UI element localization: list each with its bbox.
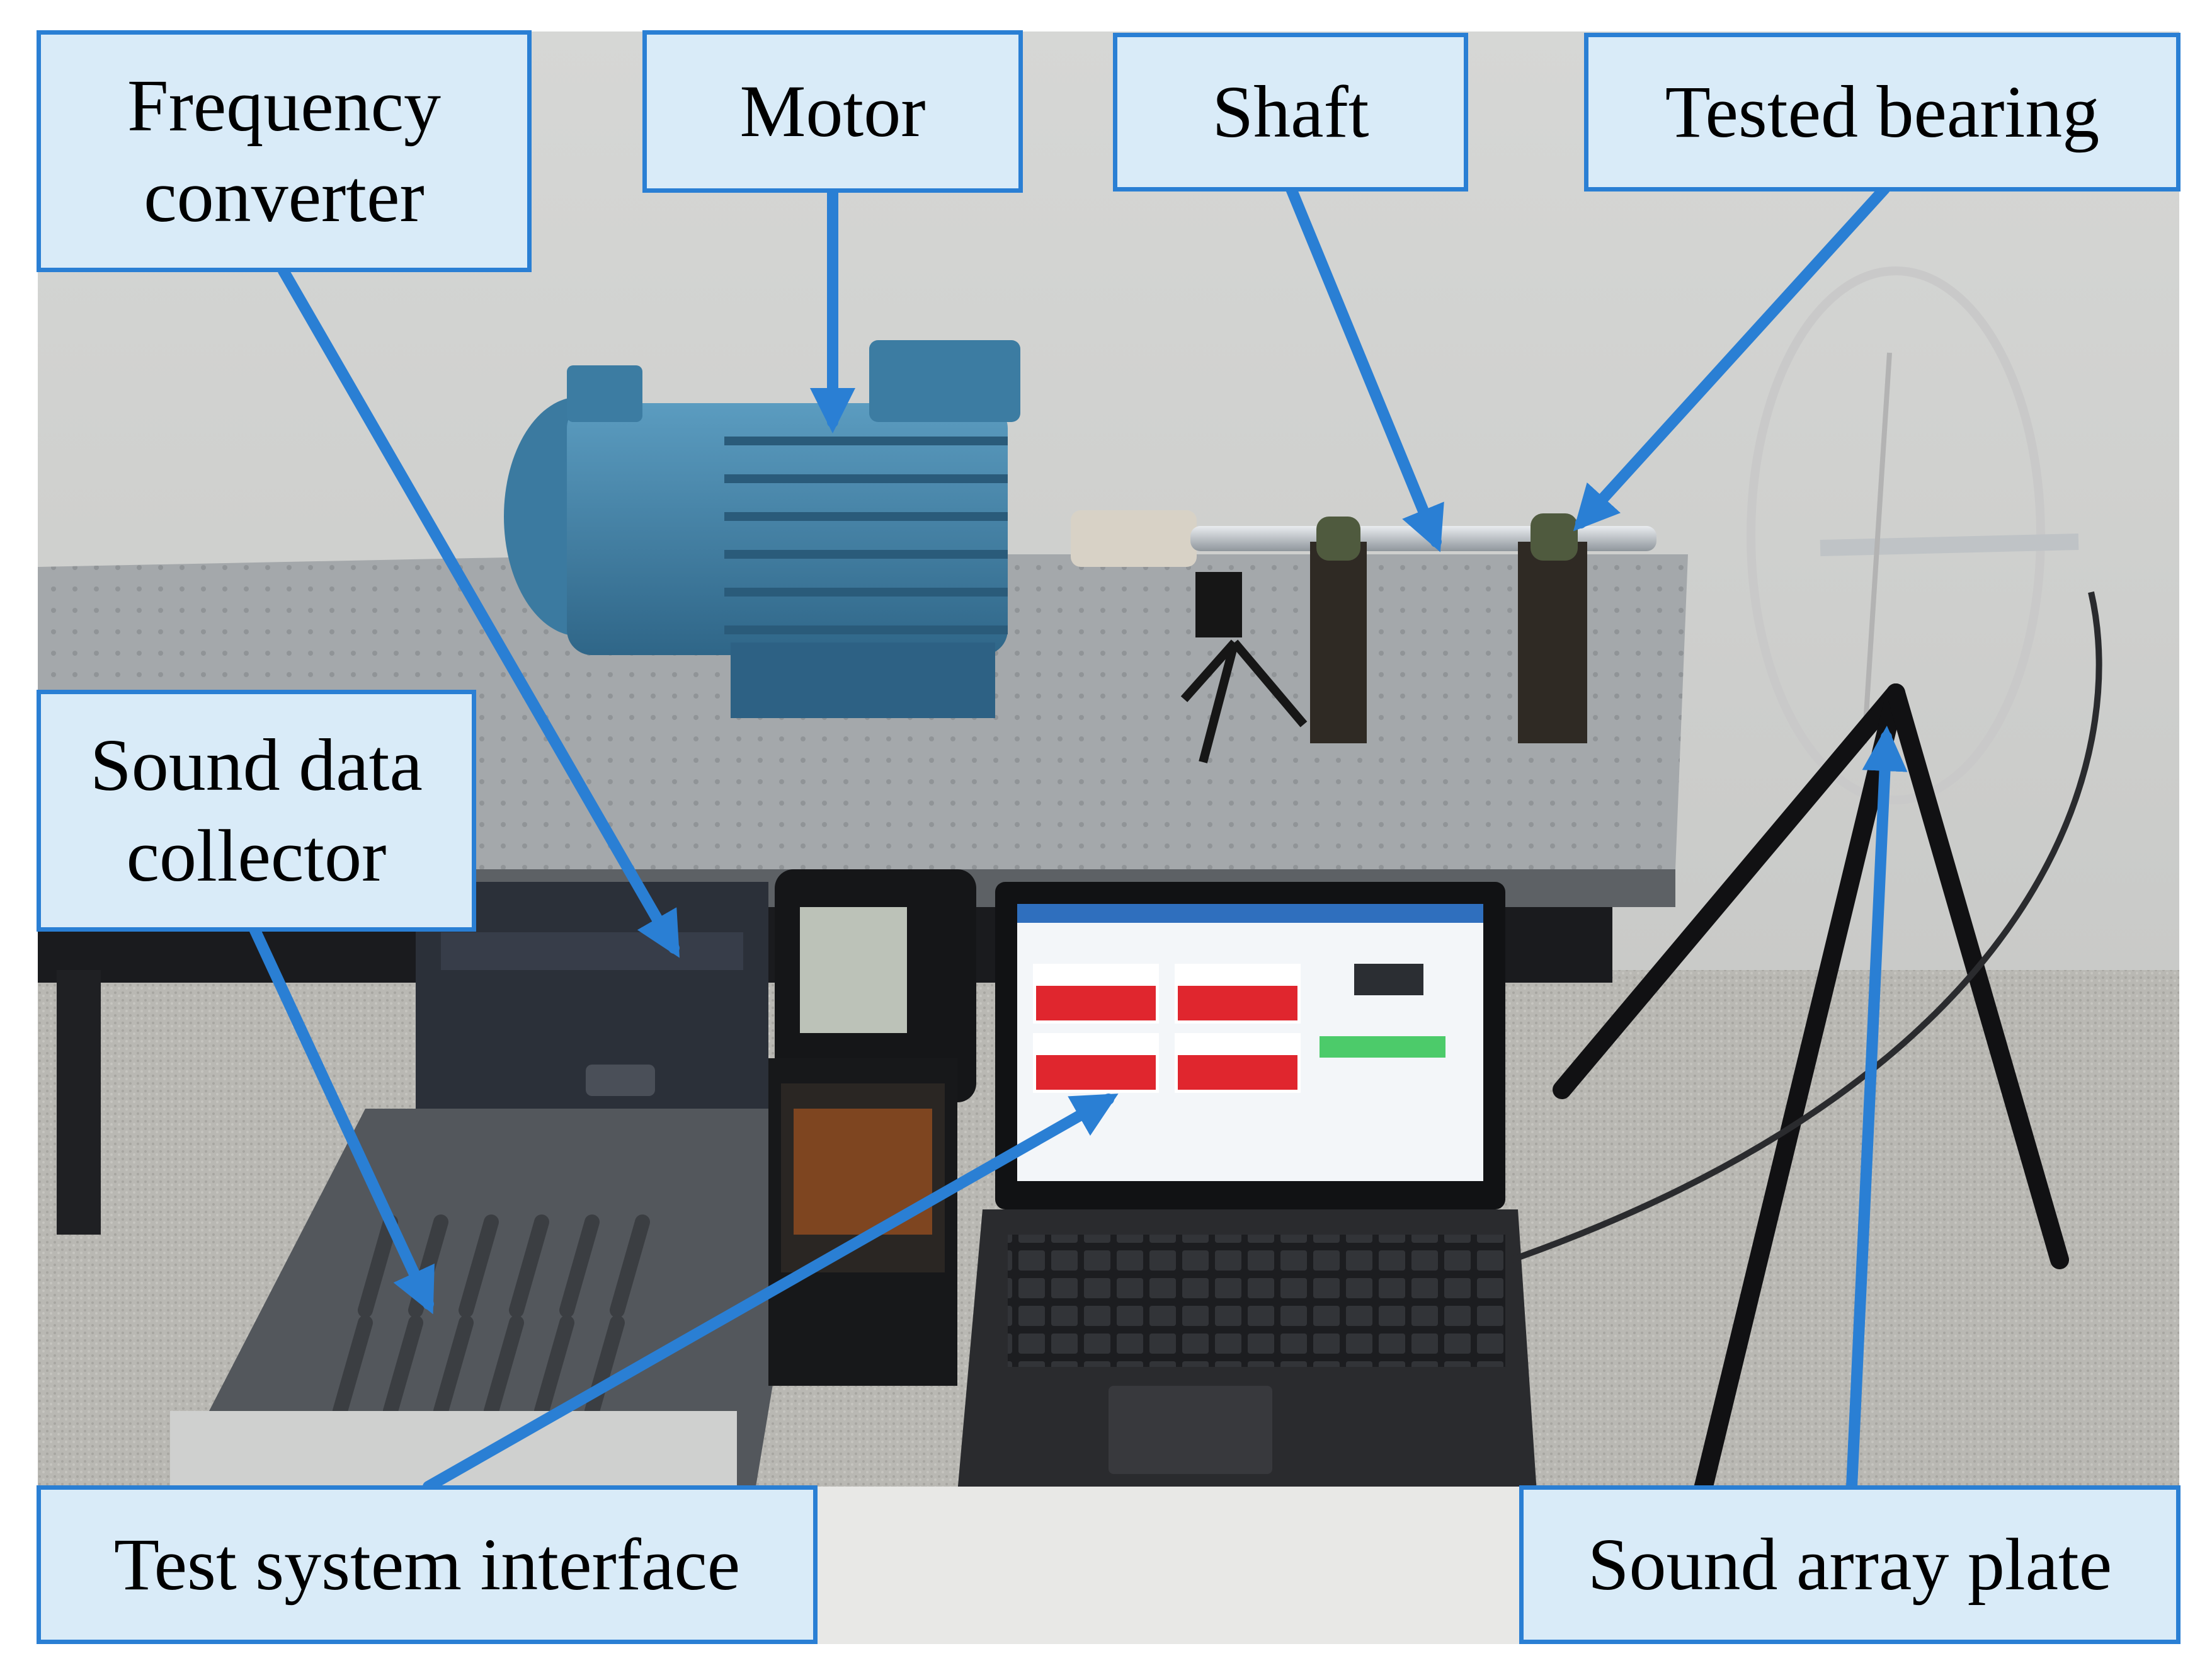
microphone-array-ring [1747, 266, 2079, 804]
callout-sound-data-collector-line1: Sound data [90, 724, 423, 807]
sensor-tripod [1180, 572, 1308, 763]
cable [1510, 591, 2102, 1263]
callout-sound-data-collector-line2: collector [126, 814, 387, 897]
callout-test-system-interface: Test system interface [37, 1485, 818, 1644]
callout-sound-data-collector: Sound data collector [37, 690, 476, 932]
coupling [1071, 510, 1197, 567]
desk [743, 1487, 1524, 1644]
callout-tested-bearing: Tested bearing [1584, 33, 2181, 191]
callout-test-system-interface-text: Test system interface [113, 1523, 741, 1606]
daq-chassis [768, 1058, 957, 1386]
callout-motor-text: Motor [739, 70, 926, 153]
bearing-pedestal-left [1310, 517, 1367, 743]
table-leg [57, 970, 101, 1235]
bearing-pedestal-right [1518, 513, 1587, 743]
callout-shaft: Shaft [1113, 33, 1468, 191]
callout-motor: Motor [642, 30, 1023, 193]
callout-sound-array-plate: Sound array plate [1519, 1485, 2181, 1644]
callout-frequency-converter-line2: converter [144, 155, 425, 237]
callout-tested-bearing-text: Tested bearing [1665, 71, 2100, 154]
handheld-analyzer [775, 869, 976, 1102]
callout-sound-array-plate-text: Sound array plate [1587, 1523, 2112, 1606]
callout-shaft-text: Shaft [1212, 71, 1369, 154]
callout-frequency-converter: Frequency converter [37, 30, 532, 272]
laptop [957, 882, 1537, 1493]
callout-frequency-converter-line1: Frequency [127, 64, 442, 147]
